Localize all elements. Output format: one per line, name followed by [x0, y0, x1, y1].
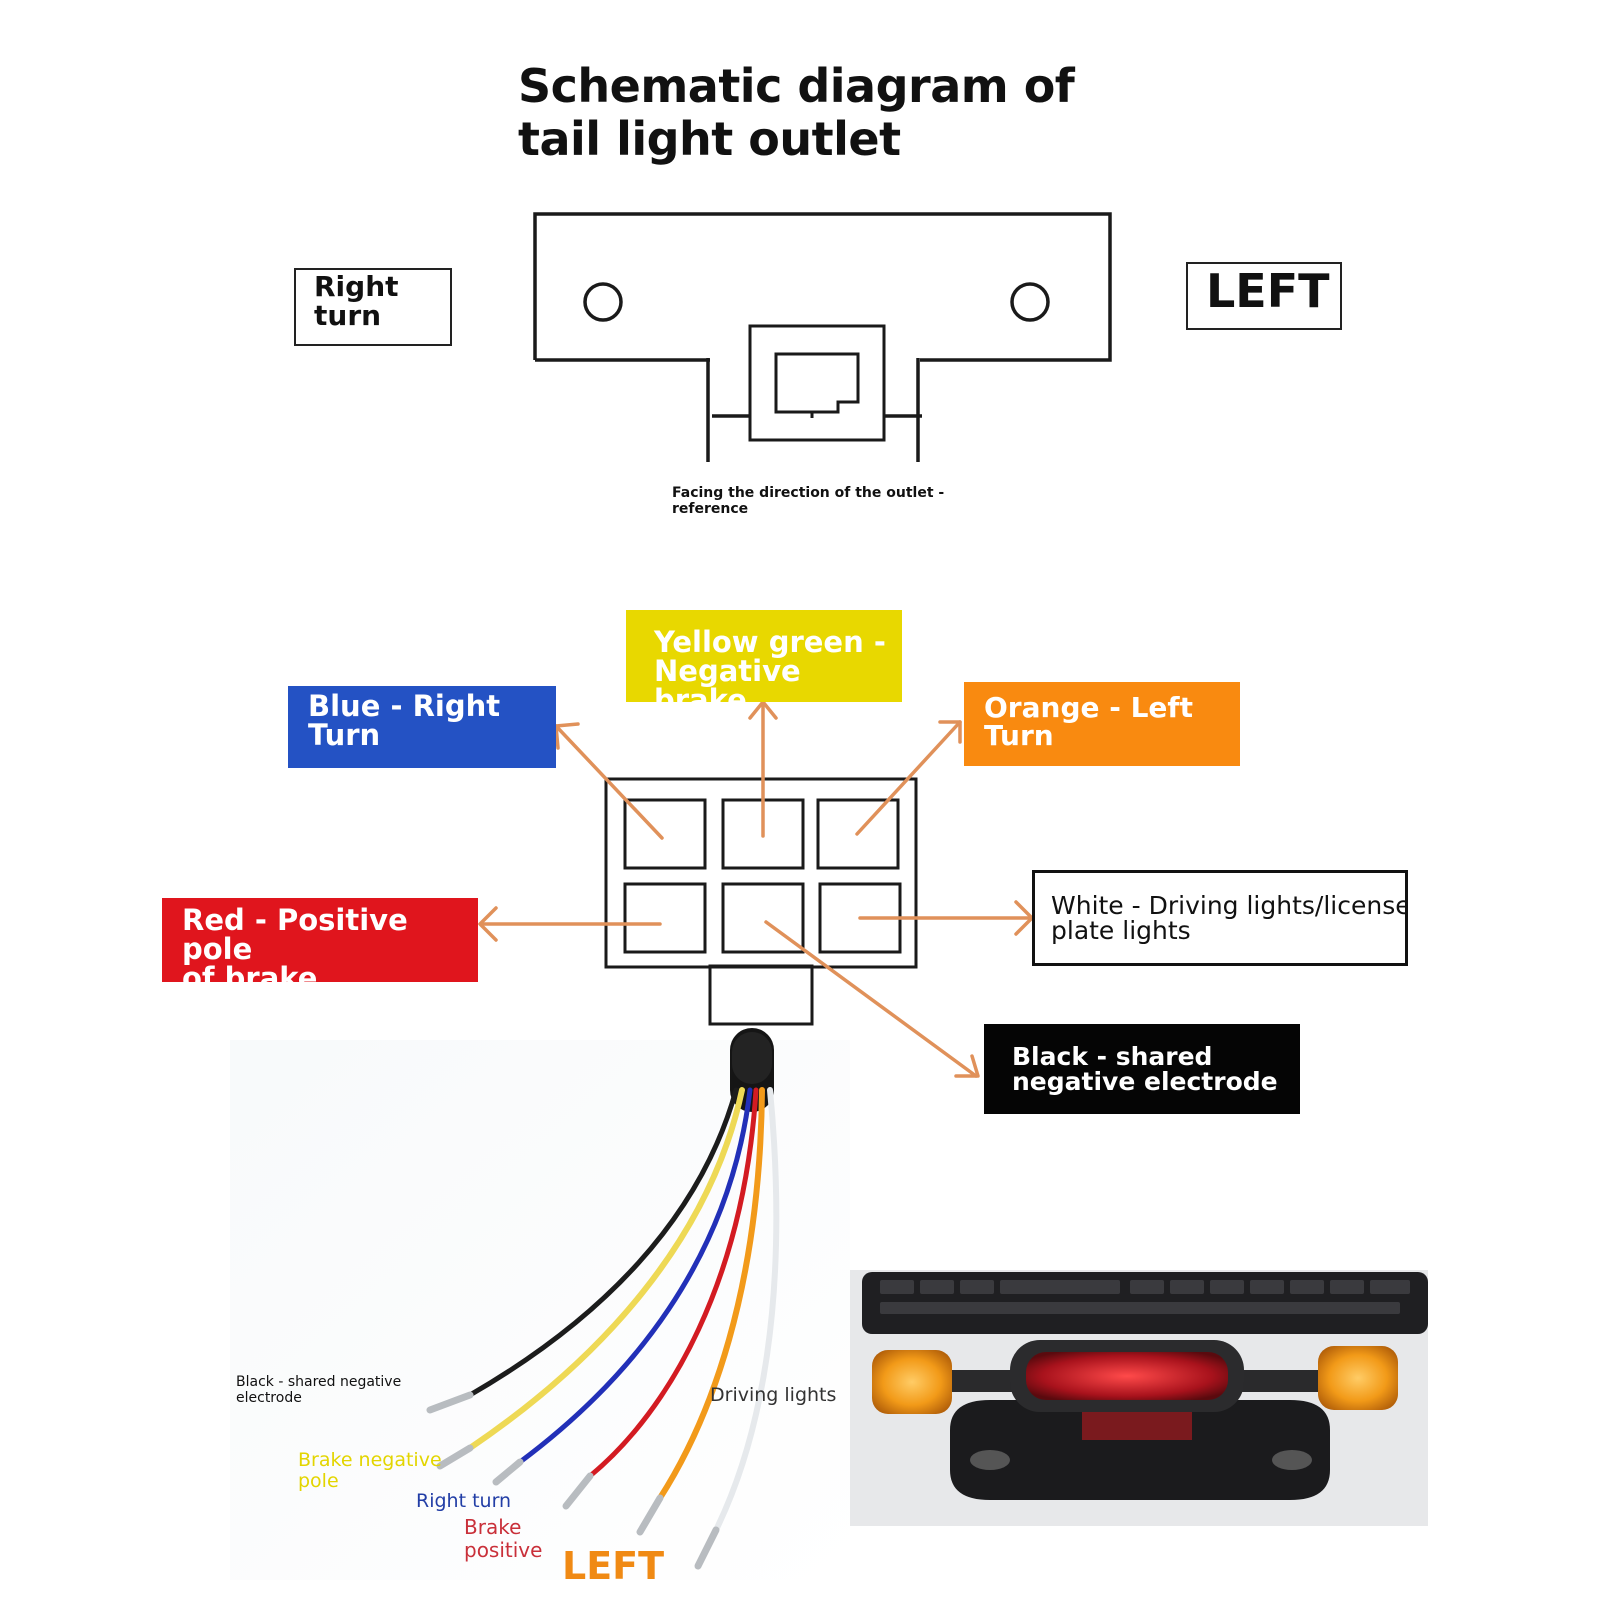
- left-box: [1186, 262, 1342, 330]
- terminal-yellow: [436, 1444, 474, 1470]
- pin-bottom-left: [623, 882, 707, 954]
- label-black-shared-negative: Black - shared negative electrode: [984, 1024, 1300, 1114]
- connector-latch: [708, 964, 814, 1026]
- right-indicator: [1318, 1346, 1398, 1410]
- wire-label-black: Black - shared negative electrode: [236, 1374, 402, 1407]
- arrow-black: [764, 920, 978, 1078]
- terminal-black: [426, 1391, 474, 1414]
- left-label: LEFT: [1206, 264, 1330, 318]
- outlet-schematic: [533, 212, 1112, 462]
- outlet-plug-icon: [774, 352, 860, 418]
- stalk-left: [946, 1370, 1018, 1392]
- outlet-socket: [748, 324, 886, 442]
- terminal-blue: [492, 1458, 524, 1486]
- wire-orange: [657, 1087, 765, 1501]
- wire-black: [467, 1087, 739, 1398]
- stalk-right: [1230, 1370, 1322, 1392]
- terminal-white: [694, 1526, 720, 1570]
- reflector: [1082, 1412, 1192, 1440]
- outlet-plate: [533, 212, 1112, 362]
- label-blue-right-turn: Blue - Right Turn: [288, 686, 556, 768]
- right-turn-box: [294, 268, 452, 346]
- wire-label-right-turn: Right turn: [416, 1490, 512, 1512]
- tail-light-photo: [850, 1270, 1428, 1526]
- label-red-positive-brake: Red - Positive pole of brake: [162, 898, 478, 993]
- wire-label-brake-positive: Brake positive: [464, 1515, 543, 1562]
- page-title: Schematic diagram of tail light outlet: [518, 59, 1075, 167]
- outlet-caption: Facing the direction of the outlet - ref…: [672, 485, 945, 518]
- pin-bottom-middle: [721, 882, 805, 954]
- arrows: [478, 700, 1034, 1078]
- mount-hole-left: [583, 282, 623, 322]
- connector-block: [604, 777, 918, 1026]
- arrow-blue: [554, 724, 664, 840]
- arrow-orange: [855, 720, 962, 836]
- wire-white: [713, 1087, 780, 1533]
- wire-red: [587, 1087, 759, 1479]
- terminal-red: [562, 1472, 594, 1510]
- label-white-driving-lights: White - Driving lights/license plate lig…: [1032, 870, 1408, 966]
- wire-harness-photo: [230, 1028, 850, 1580]
- wire-label-brake-negative: Brake negative pole: [298, 1449, 442, 1493]
- terminal-orange: [636, 1494, 664, 1536]
- pin-top-right: [816, 798, 900, 870]
- label-yellow-green-negative-brake: Yellow green - Negative brake: [626, 610, 902, 715]
- connector-housing: [604, 777, 918, 969]
- right-turn-label: Right turn: [314, 270, 399, 333]
- wire-blue: [517, 1087, 753, 1465]
- left-indicator: [872, 1350, 952, 1414]
- wire-label-left: LEFT: [562, 1544, 665, 1588]
- harness-photo-background: [230, 1040, 850, 1580]
- mount-bracket: [950, 1400, 1330, 1500]
- mount-hole-right: [1010, 282, 1050, 322]
- wire-label-driving-lights: Driving lights: [710, 1384, 837, 1406]
- brake-light-lens: [1026, 1352, 1228, 1400]
- label-orange-left-turn: Orange - Left Turn: [964, 682, 1240, 766]
- pin-top-left: [623, 798, 707, 870]
- wire-yellow: [467, 1087, 745, 1451]
